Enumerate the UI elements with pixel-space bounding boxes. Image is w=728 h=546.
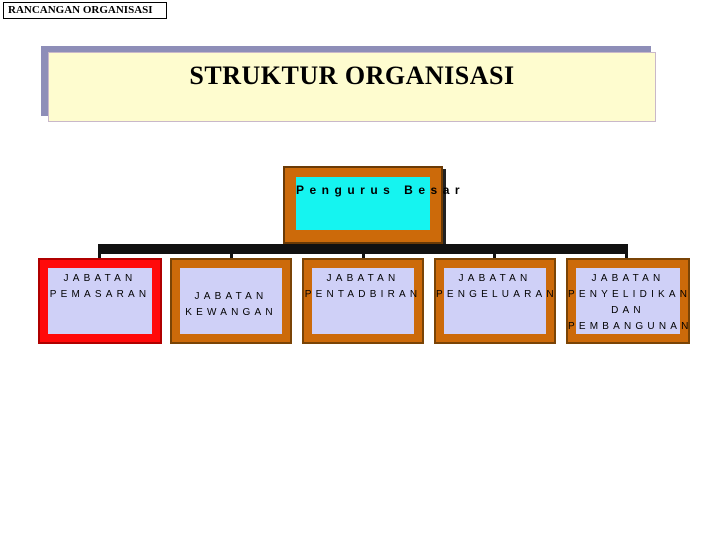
org-node-pengeluaran[interactable]: JABATAN PENGELUARAN bbox=[434, 258, 556, 344]
connector-drop-5 bbox=[625, 244, 628, 258]
org-node-pentadbiran[interactable]: JABATAN PENTADBIRAN bbox=[302, 258, 424, 344]
org-node-pengeluaran-fill: JABATAN PENGELUARAN bbox=[436, 268, 554, 334]
org-node-penyelidikan-line1: JABATAN bbox=[591, 273, 665, 284]
org-node-kewangan[interactable]: JABATAN KEWANGAN bbox=[170, 258, 292, 344]
page-title: STRUKTUR ORGANISASI bbox=[189, 61, 515, 90]
org-node-penyelidikan-pembangunan[interactable]: JABATAN PENYELIDIKAN DAN PEMBANGUNAN bbox=[566, 258, 690, 344]
org-node-pengurus-besar-fill: Pengurus Besar bbox=[296, 177, 466, 230]
org-node-kewangan-line2: KEWANGAN bbox=[185, 307, 277, 318]
org-node-pemasaran[interactable]: JABATAN PEMASARAN bbox=[38, 258, 162, 344]
title-banner: STRUKTUR ORGANISASI bbox=[48, 52, 656, 122]
org-node-penyelidikan-line4: PEMBANGUNAN bbox=[568, 321, 693, 332]
org-node-pentadbiran-fill: JABATAN PENTADBIRAN bbox=[305, 268, 417, 334]
org-node-kewangan-fill: JABATAN KEWANGAN bbox=[180, 268, 282, 334]
org-node-penyelidikan-pembangunan-fill: JABATAN PENYELIDIKAN DAN PEMBANGUNAN bbox=[568, 268, 688, 334]
corner-label: RANCANGAN ORGANISASI bbox=[3, 2, 167, 19]
org-node-pengeluaran-line1: JABATAN bbox=[458, 273, 532, 284]
org-node-pengurus-besar-label: Pengurus Besar bbox=[296, 183, 466, 197]
org-node-penyelidikan-line2: PENYELIDIKAN bbox=[568, 289, 692, 300]
org-node-pemasaran-fill: JABATAN PEMASARAN bbox=[48, 268, 152, 334]
org-node-pemasaran-line1: JABATAN bbox=[63, 273, 137, 284]
connector-drop-2 bbox=[230, 244, 233, 258]
org-node-pentadbiran-line2: PENTADBIRAN bbox=[304, 289, 422, 300]
org-node-pemasaran-line2: PEMASARAN bbox=[49, 289, 151, 300]
org-node-kewangan-line1: JABATAN bbox=[194, 291, 268, 302]
connector-drop-4 bbox=[493, 244, 496, 258]
connector-drop-1 bbox=[98, 244, 101, 258]
org-node-pengurus-besar[interactable]: Pengurus Besar bbox=[283, 166, 466, 244]
org-node-pengeluaran-line2: PENGELUARAN bbox=[436, 289, 558, 300]
org-node-pentadbiran-line1: JABATAN bbox=[326, 273, 400, 284]
connector-drop-3 bbox=[362, 244, 365, 258]
org-node-penyelidikan-line3: DAN bbox=[611, 305, 645, 316]
